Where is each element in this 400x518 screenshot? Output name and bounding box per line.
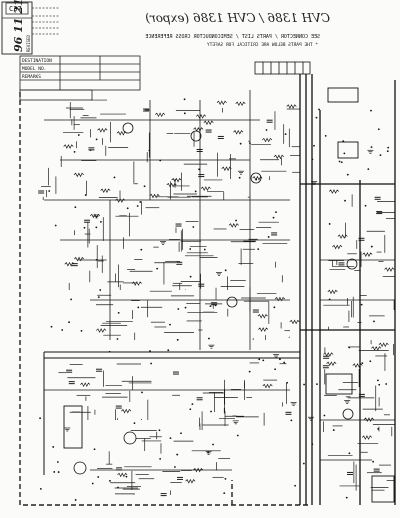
stamp-number: 96 11 21 — [12, 0, 25, 52]
revision-stamp: 96 11 21 REVISED — [1, 0, 33, 55]
title-row-3: REMARKS — [22, 74, 41, 80]
pcb-boundary — [19, 92, 310, 506]
mirrored-header-line-2: * THE PARTS BELOW ARE CRITICAL FOR SAFET… — [207, 42, 318, 48]
bottom-rails — [43, 351, 300, 475]
mirrored-header: SEE CONNECTOR / PARTS LIST / SEMICONDUCT… — [145, 34, 320, 48]
header-rules — [32, 7, 60, 35]
ic-blocks — [63, 87, 395, 503]
connector-header — [254, 61, 311, 75]
right-bus-lines — [299, 74, 396, 505]
mirrored-header-line-1: SEE CONNECTOR / PARTS LIST / SEMICONDUCT… — [145, 34, 320, 40]
stamp-side-text: REVISED — [26, 35, 31, 52]
title-block — [19, 55, 141, 101]
title-handwriting: CVH 1386 / CVH 1386 (expor) — [145, 11, 330, 25]
handwritten-title: CVH 1386 / CVH 1386 (expor) — [145, 11, 330, 25]
corner-ref-label: C37 — [9, 5, 22, 13]
title-row-2: MODEL NO. — [22, 66, 46, 72]
title-row-1: DESTINATION — [22, 58, 52, 64]
ground-symbols — [64, 149, 374, 455]
schematic-wiring — [41, 90, 395, 495]
schematic-components — [38, 98, 395, 501]
corner-reference: C37 — [5, 2, 29, 15]
transistor-symbols — [73, 122, 358, 475]
